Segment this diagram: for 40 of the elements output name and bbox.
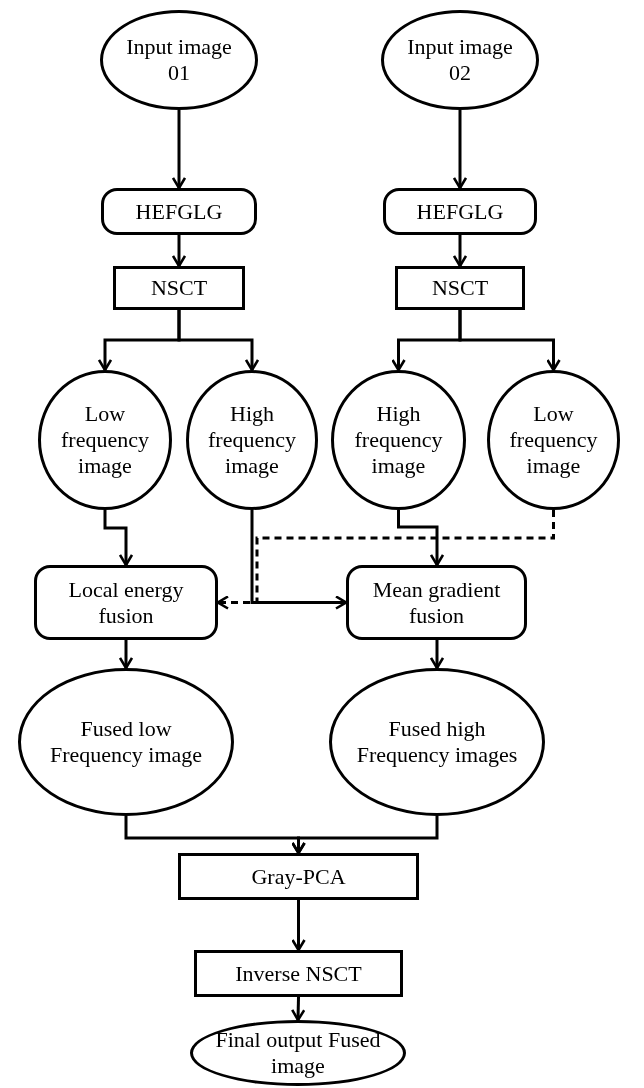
arrow [290,996,306,1022]
arrow [397,510,445,567]
node-label: NSCT [150,275,208,301]
node-label: Low frequency image [60,401,150,479]
node-label: Fused high Frequency images [356,716,518,768]
process-box [113,266,245,310]
process-box [194,950,403,997]
arrow [291,816,439,855]
arrow [458,310,561,372]
node-label: Local energy fusion [67,576,185,629]
arrow [291,900,306,952]
node-label: Final output Fused image [214,1027,382,1079]
node-label: Input image 02 [406,34,514,86]
process-box [34,565,218,640]
node-label: High frequency image [353,401,444,479]
arrow [452,110,468,190]
arrow [429,640,445,670]
node-label: Low frequency image [508,401,599,479]
node-label: Input image 01 [125,34,233,86]
arrow [452,235,468,268]
arrow [250,510,348,610]
arrow [171,110,187,190]
node-label: Fused low Frequency image [48,716,204,768]
node-label: NSCT [431,275,489,301]
process-box [101,188,257,235]
node-label: HEFGLG [135,198,223,225]
arrow [216,510,555,610]
node-label: HEFGLG [416,198,504,225]
arrow [177,310,260,372]
process-box [178,853,419,900]
process-box [395,266,525,310]
node-label: Mean gradient fusion [371,576,502,629]
arrow [118,640,134,670]
arrow [171,235,187,268]
process-box [383,188,537,235]
process-box [346,565,527,640]
node-label: Gray-PCA [251,863,346,890]
arrow [103,510,134,567]
node-label: Inverse NSCT [235,960,362,987]
node-label: High frequency image [207,401,297,479]
